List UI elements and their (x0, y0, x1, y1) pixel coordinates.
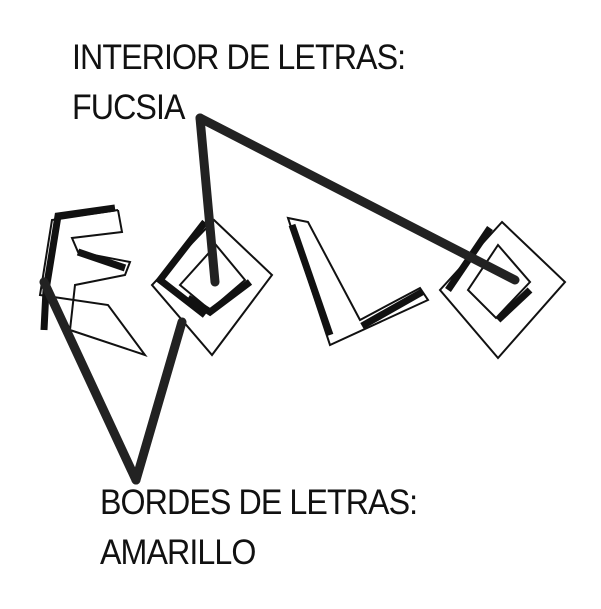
leader-interior-to-o1 (195, 113, 220, 287)
letter-o-1 (150, 218, 274, 357)
interior-label-line1: INTERIOR DE LETRAS: (72, 38, 406, 77)
border-label-line2: AMARILLO (100, 533, 256, 572)
letter-l-shadow (288, 223, 334, 337)
interior-label-line2: FUCSIA (72, 88, 185, 127)
letter-o-2-shadow-inner (495, 287, 533, 323)
border-label-line1: BORDES DE LETRAS: (100, 483, 418, 522)
letter-o-1-shadow-inner (186, 279, 253, 317)
letter-o-2 (438, 220, 567, 360)
border-leaders (39, 277, 187, 485)
letter-l (286, 216, 430, 347)
letter-l-outline (286, 216, 430, 347)
letter-l-shadow-base (360, 288, 424, 330)
leader-border-to-o1 (131, 317, 187, 485)
letter-e-shadow-inner (76, 248, 127, 272)
letter-e-shadow (40, 204, 116, 331)
letter-o-2-outer (438, 220, 567, 360)
letter-o-2-inner (466, 243, 532, 320)
letter-e-outline (38, 209, 148, 357)
leader-border-to-e (39, 277, 141, 485)
leader-interior-to-o2 (195, 113, 520, 285)
letter-e (38, 204, 148, 357)
interior-leaders (195, 113, 520, 287)
